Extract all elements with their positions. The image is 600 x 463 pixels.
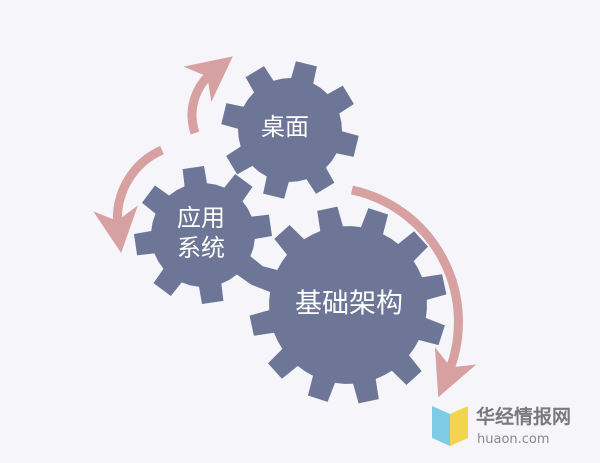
gear-label-app-line2: 系统	[177, 234, 225, 262]
watermark-brand-cn: 华经情报网	[476, 405, 571, 428]
gear-infrastructure	[249, 206, 447, 404]
gear-label-desktop: 桌面	[261, 113, 309, 141]
arrow-desktop-to-app	[93, 145, 164, 254]
gear-label-infrastructure: 基础架构	[295, 289, 403, 320]
watermark-brand-url: huaon.com	[477, 432, 550, 447]
huaon-logo-icon	[432, 406, 468, 446]
gear-app-system	[134, 166, 272, 304]
gear-desktop	[221, 61, 359, 199]
gear-label-app-line1: 应用	[177, 204, 225, 232]
arrow-to-infrastructure	[351, 185, 477, 398]
arrow-app-to-desktop	[183, 56, 233, 135]
